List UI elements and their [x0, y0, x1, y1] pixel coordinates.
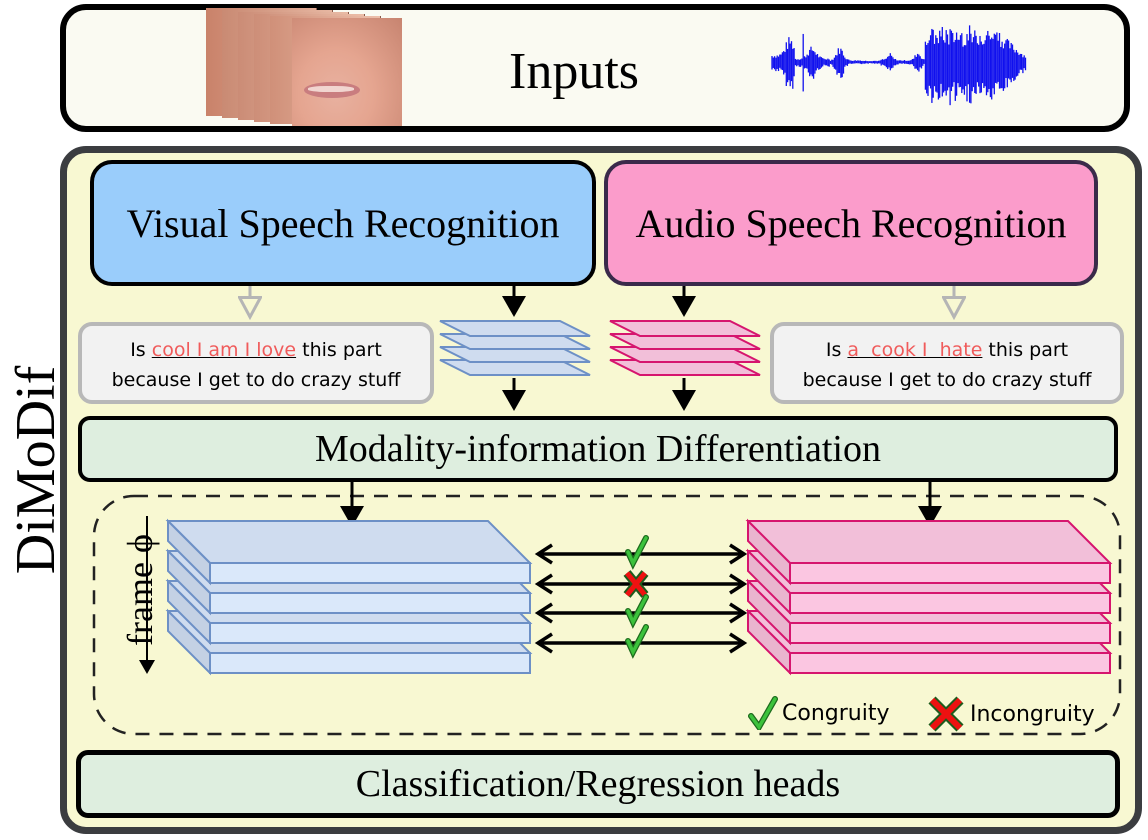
- video-frames-icon: [206, 8, 402, 126]
- cross-icon-fill: [625, 571, 647, 597]
- transcript-highlight: cool I am I love: [151, 339, 297, 361]
- arrow-head-right: [729, 602, 748, 624]
- legend-incongruity-label: Incongruity: [970, 701, 1095, 727]
- asr-module: Audio Speech Recognition: [604, 160, 1098, 286]
- vsr-transcript: Is cool I am I love this part because I …: [78, 322, 434, 404]
- arrow-head-right: [729, 543, 748, 565]
- check-icon: [748, 696, 778, 730]
- transcript-suffix: this part: [982, 339, 1069, 361]
- transcript-line2: because I get to do crazy stuff: [111, 369, 401, 391]
- frame-layer-front: [209, 652, 531, 674]
- arrow-head-left: [534, 543, 553, 565]
- frame-comparison-congruity: [534, 594, 748, 629]
- frame-layer-front: [209, 622, 531, 644]
- check-icon-fill: [626, 536, 648, 567]
- frame-comparison-congruity: [534, 624, 748, 659]
- frame-layer-top: [745, 520, 1113, 564]
- heads-title: Classification/Regression heads: [355, 763, 841, 805]
- vsr-title: Visual Speech Recognition: [126, 200, 560, 246]
- frame-layer-front: [789, 652, 1111, 674]
- cross-icon: [928, 696, 964, 732]
- arrow-head-left: [534, 573, 553, 595]
- transcript-line2: because I get to do crazy stuff: [802, 369, 1092, 391]
- frame-layer-front: [789, 592, 1111, 614]
- asr-title: Audio Speech Recognition: [635, 200, 1067, 246]
- frame-layer-front: [209, 562, 531, 584]
- transcript-prefix: Is: [825, 339, 848, 361]
- transcript-prefix: Is: [130, 339, 152, 361]
- vsr-module: Visual Speech Recognition: [90, 160, 596, 286]
- visual-features-stack: [439, 320, 591, 376]
- legend-congruity: Congruity: [748, 696, 889, 730]
- legend-congruity-label: Congruity: [782, 700, 890, 726]
- arrow-head-left: [534, 602, 553, 624]
- differentiation-title: Modality-information Differentiation: [315, 428, 881, 470]
- legend-incongruity: Incongruity: [928, 696, 1095, 732]
- frame-layer-top: [165, 520, 533, 564]
- visual-frames-stack: [165, 518, 533, 676]
- arrow-head-right: [729, 632, 748, 654]
- differentiation-module: Modality-information Differentiation: [78, 416, 1118, 482]
- arrow-head-left: [534, 632, 553, 654]
- arrow-head-right: [729, 573, 748, 595]
- audio-frames-stack: [745, 518, 1113, 676]
- frame-layer-front: [209, 592, 531, 614]
- frame-comparison-region: [92, 494, 1122, 736]
- feature-layer: [439, 320, 591, 337]
- frame-layer-front: [789, 562, 1111, 584]
- transcript-highlight: a cook I hate: [847, 339, 983, 361]
- feature-layer: [609, 320, 761, 337]
- transcript-suffix: this part: [296, 339, 382, 361]
- audio-features-stack: [609, 320, 761, 376]
- check-icon-fill: [626, 595, 648, 626]
- frame-comparison-incongruity: [534, 570, 748, 598]
- asr-transcript: Is a cook I hate this part because I get…: [770, 322, 1124, 404]
- frame-layer-front: [789, 622, 1111, 644]
- inputs-title: Inputs: [509, 43, 639, 100]
- heads-module: Classification/Regression heads: [76, 750, 1120, 818]
- frame-comparison-congruity: [534, 535, 748, 570]
- check-icon-fill: [626, 625, 648, 656]
